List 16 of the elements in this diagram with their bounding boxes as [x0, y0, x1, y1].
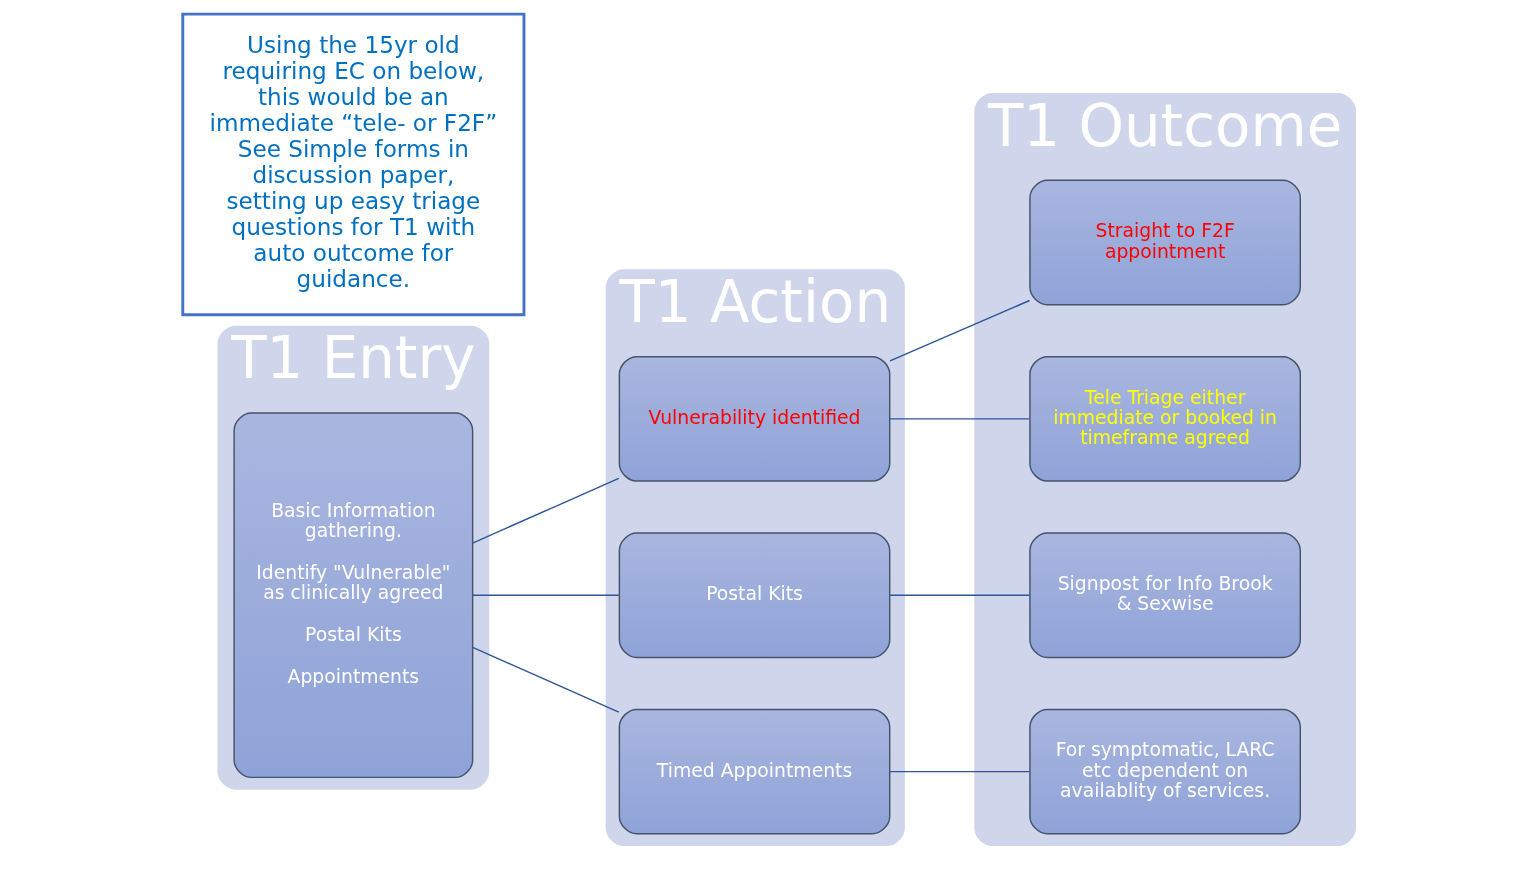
- node-box: Timed Appointments: [618, 708, 890, 835]
- connector: [471, 646, 619, 713]
- connector: [888, 299, 1030, 362]
- node-box: Using the 15yr old requiring EC on below, this would be an immediate “tele- or F2F” See Simple forms in discussion paper, setting up easy triage questions for T1 with auto outcome for guidance.: [180, 12, 525, 317]
- node-box: Straight to F2F appointment: [1028, 179, 1301, 306]
- node-box: Basic Information gathering. Identify "Vulnerable" as clinically agreed Postal Kits Appointments: [232, 412, 473, 779]
- connector: [888, 594, 1030, 596]
- connector: [471, 477, 619, 544]
- node-box: Postal Kits: [618, 532, 890, 659]
- node-box: Tele Triage either immediate or booked in timeframe agreed: [1028, 356, 1301, 482]
- node-box: For symptomatic, LARC etc dependent on availablity of services.: [1028, 708, 1301, 835]
- connector: [888, 418, 1030, 420]
- node-box: Signpost for Info Brook & Sexwise: [1028, 532, 1301, 659]
- connector: [888, 770, 1030, 773]
- connector: [471, 594, 619, 596]
- node-box: Vulnerability identified: [618, 356, 890, 482]
